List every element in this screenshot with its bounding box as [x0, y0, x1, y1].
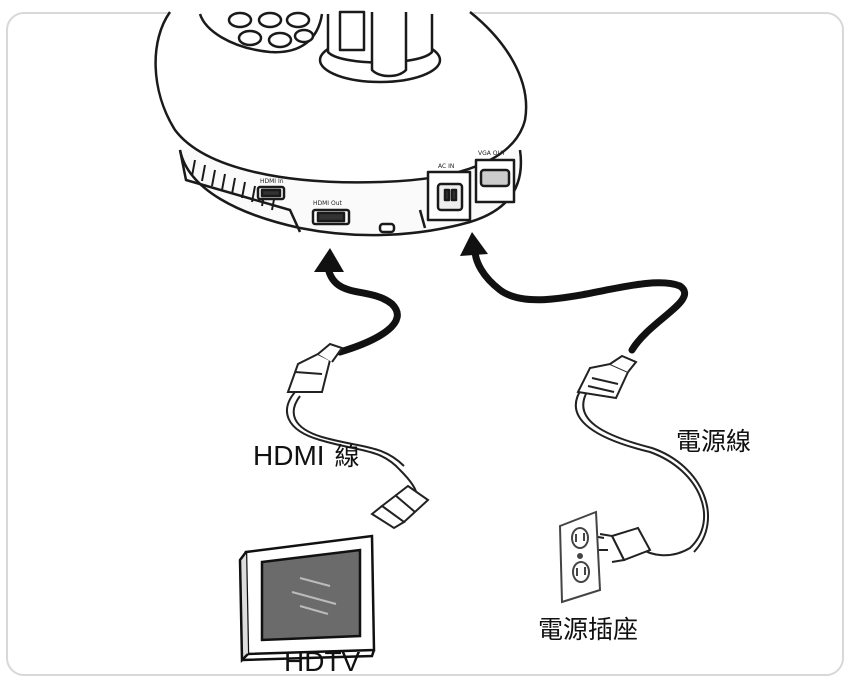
power-plug-bottom [591, 526, 652, 563]
power-connection-arrow [460, 232, 689, 354]
wall-outlet [558, 510, 602, 604]
hdmi-plug-top [286, 342, 344, 393]
power-plug-top [576, 354, 638, 400]
hdmi-cable-label-text: HDMI [253, 440, 325, 471]
vga-out-label: VGA OUT [478, 150, 506, 157]
hdtv-label: HDTV [284, 646, 361, 677]
lock-slot [378, 222, 396, 234]
hdtv-icon [238, 534, 376, 663]
ac-in-port [426, 170, 472, 222]
power-outlet-label: 電源插座 [538, 615, 639, 644]
power-cable [574, 387, 710, 557]
hdmi-cable-label-suffix: 線 [334, 442, 360, 471]
document-camera-base [154, 10, 528, 237]
camera-arm [318, 10, 442, 84]
hdmi-out-port [311, 208, 351, 226]
keypad [198, 11, 324, 54]
hdmi-in-label: HDMI In [260, 178, 284, 185]
vent-grille [191, 159, 276, 211]
hdmi-connection-arrow [314, 248, 401, 356]
power-cable-label: 電源線 [676, 427, 752, 456]
hdmi-in-port [256, 185, 286, 201]
hdmi-cable-label: HDMI 線 [253, 442, 360, 470]
ac-in-label: AC IN [438, 163, 454, 170]
vga-out-port [474, 158, 516, 204]
hdmi-out-label: HDMI Out [313, 200, 343, 207]
hdmi-plug-bottom [370, 484, 430, 530]
